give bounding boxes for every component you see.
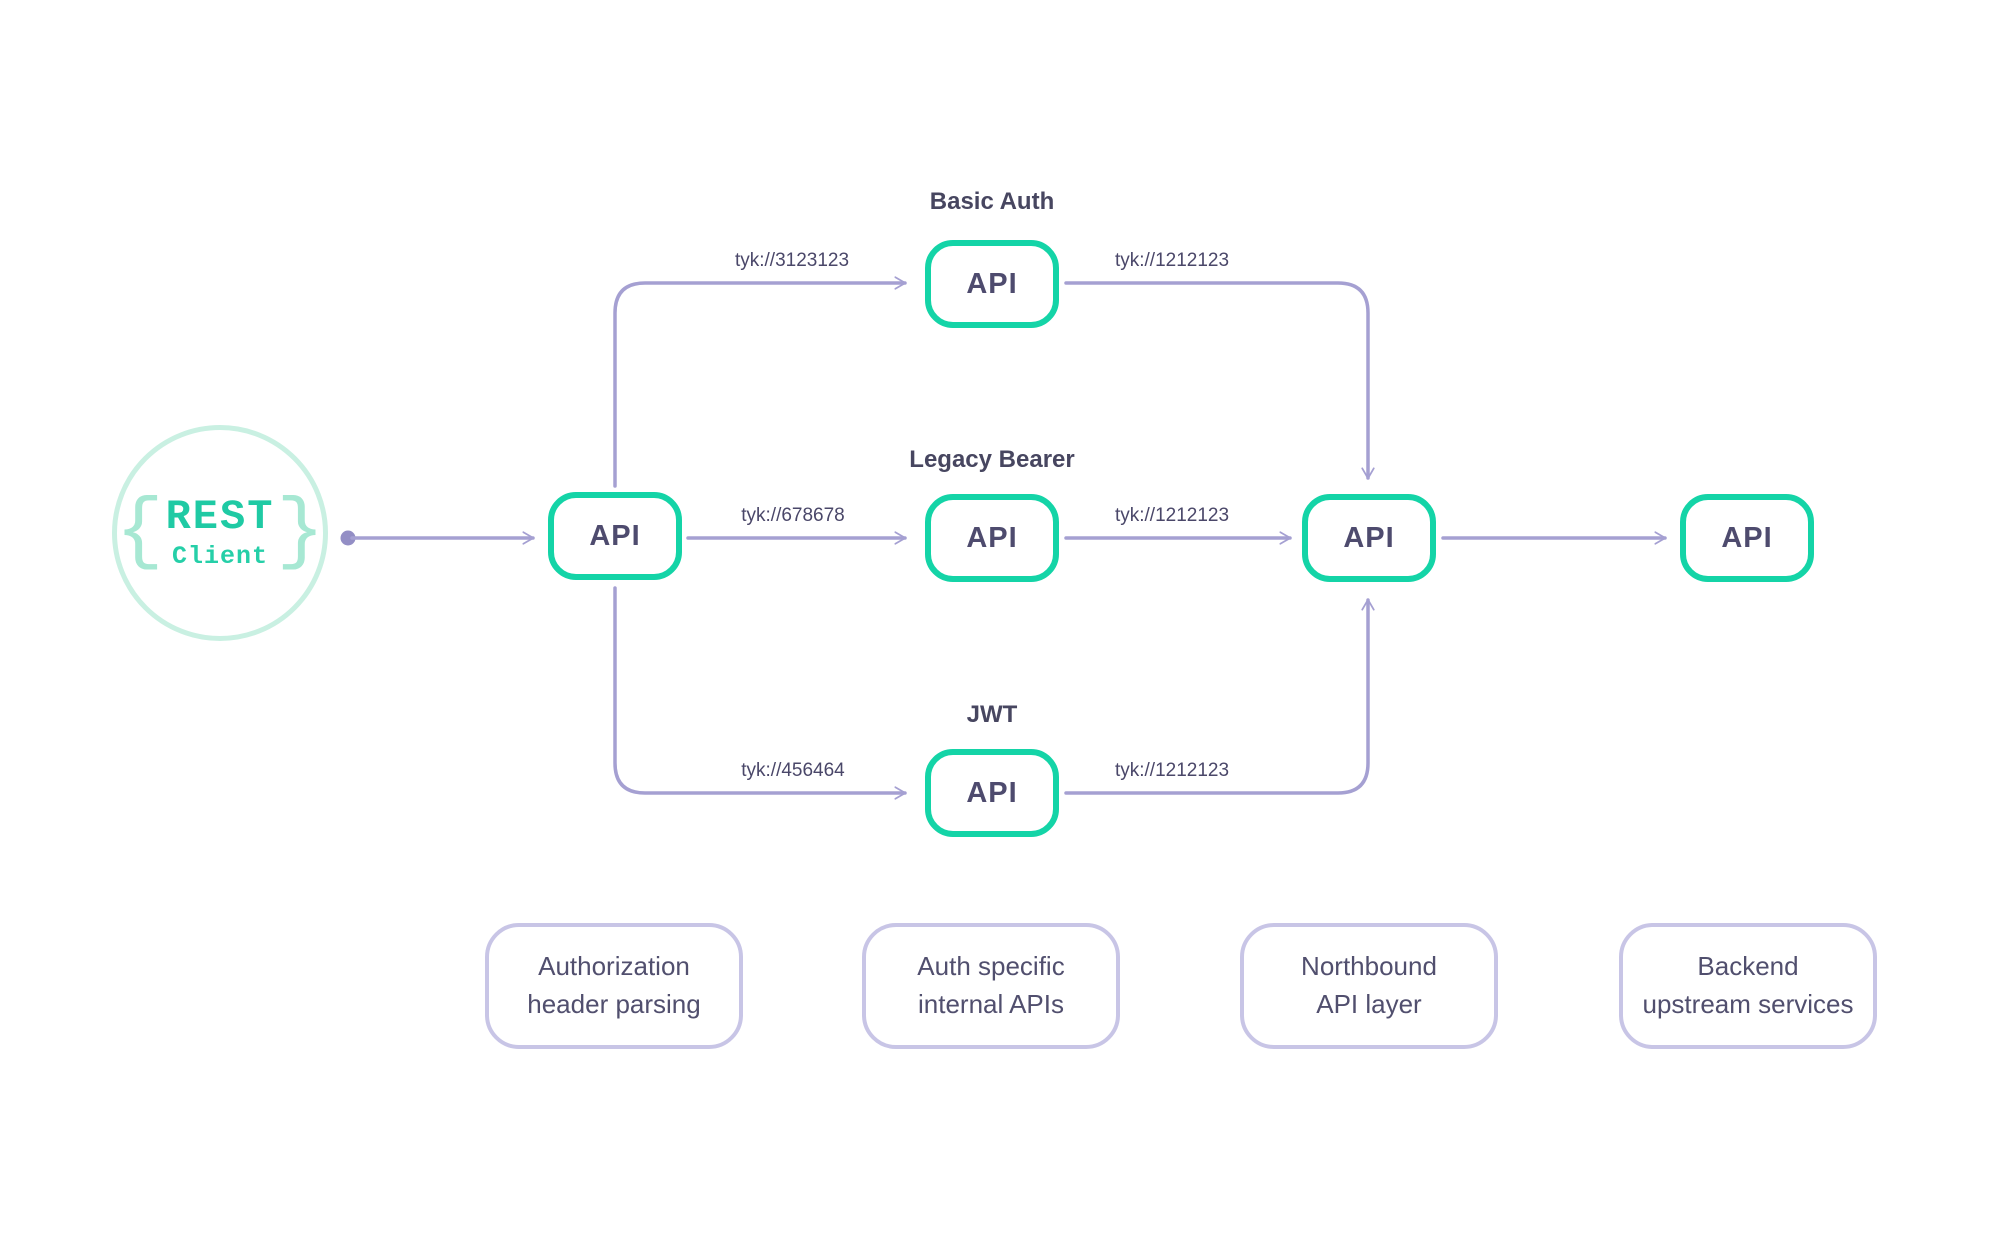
- edge-label-to-legacy: tyk://678678: [741, 505, 845, 526]
- brace-left-glyph: {: [115, 487, 164, 578]
- edge-label-from-legacy: tyk://1212123: [1114, 505, 1230, 526]
- rest-client-title: REST: [165, 492, 275, 541]
- api-node-northbound: API: [1302, 494, 1436, 582]
- legend-northbound-layer: Northbound API layer: [1240, 923, 1498, 1049]
- brace-right-glyph: }: [276, 487, 325, 578]
- title-jwt: JWT: [966, 701, 1018, 728]
- edge-label-from-basic: tyk://1212123: [1114, 250, 1230, 271]
- edge-jwt-to-northbound: [1064, 598, 1375, 795]
- api-node-label: API: [1343, 521, 1395, 554]
- legend-text: Northbound API layer: [1301, 951, 1437, 1019]
- api-node-label: API: [966, 521, 1018, 554]
- edge-label-to-basic: tyk://3123123: [734, 250, 850, 271]
- api-node-legacy-bearer: API: [925, 494, 1059, 582]
- edge-authparse-to-jwt: [613, 586, 907, 800]
- rest-client-subtitle: Client: [172, 542, 269, 572]
- api-node-label: API: [966, 267, 1018, 300]
- legend-text: Authorization header parsing: [527, 951, 701, 1019]
- legend-backend-upstream: Backend upstream services: [1619, 923, 1877, 1049]
- api-node-label: API: [966, 776, 1018, 809]
- client-line-start-dot: [340, 530, 356, 546]
- title-basic-auth: Basic Auth: [929, 188, 1055, 215]
- api-node-auth-parse: API: [548, 492, 682, 580]
- edge-basic-to-northbound: [1064, 281, 1375, 480]
- edge-label-to-jwt: tyk://456464: [741, 760, 845, 781]
- api-node-backend: API: [1680, 494, 1814, 582]
- api-node-label: API: [589, 519, 641, 552]
- legend-internal-apis: Auth specific internal APIs: [862, 923, 1120, 1049]
- rest-client-logo: { REST Client }: [114, 487, 327, 578]
- api-node-basic-auth: API: [925, 240, 1059, 328]
- legend-text: Auth specific internal APIs: [917, 951, 1065, 1019]
- edge-authparse-to-basic: [613, 276, 907, 488]
- edge-label-from-jwt: tyk://1212123: [1114, 760, 1230, 781]
- rest-client-node: { REST Client }: [112, 425, 328, 641]
- api-node-label: API: [1721, 521, 1773, 554]
- legend-text: Backend upstream services: [1642, 951, 1854, 1019]
- title-legacy-bearer: Legacy Bearer: [909, 446, 1075, 473]
- api-node-jwt: API: [925, 749, 1059, 837]
- legend-auth-header-parsing: Authorization header parsing: [485, 923, 743, 1049]
